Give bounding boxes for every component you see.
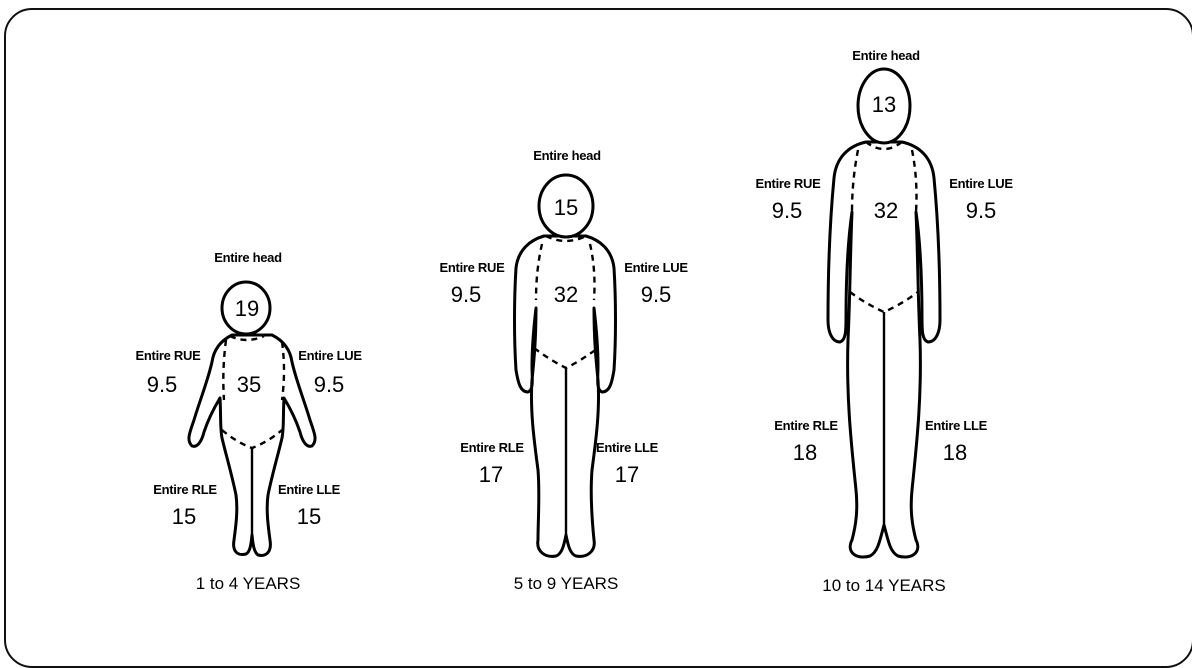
figure3-rle-value: 18	[793, 440, 817, 466]
figure1-lue-value: 9.5	[314, 372, 345, 398]
figure1-rle-value: 15	[172, 504, 196, 530]
figure2-head-label: Entire head	[533, 148, 601, 163]
figure2-rle-value: 17	[479, 462, 503, 488]
figure2-rue-value: 9.5	[451, 282, 482, 308]
figure1-rue-label: Entire RUE	[136, 348, 201, 363]
figure2-rue-label: Entire RUE	[440, 260, 505, 275]
figure3-lue-value: 9.5	[966, 198, 997, 224]
figure2-lue-value: 9.5	[641, 282, 672, 308]
figure3-rue-label: Entire RUE	[756, 176, 821, 191]
figure2-head-value: 15	[554, 195, 578, 221]
figure3-lue-label: Entire LUE	[949, 176, 1012, 191]
body-outlines	[0, 0, 1192, 646]
figure2-rle-label: Entire RLE	[460, 440, 523, 455]
figure1-caption: 1 to 4 YEARS	[196, 574, 301, 594]
figure1-lle-label: Entire LLE	[278, 482, 340, 497]
figure2-lle-label: Entire LLE	[596, 440, 658, 455]
figure2-lle-value: 17	[615, 462, 639, 488]
child-figure-5-9-years	[515, 175, 616, 556]
child-figure-10-14-years	[828, 69, 940, 557]
figure1-trunk-value: 35	[237, 372, 261, 398]
figure1-rue-value: 9.5	[147, 372, 178, 398]
figure3-head-value: 13	[872, 92, 896, 118]
figure1-head-label: Entire head	[214, 250, 282, 265]
figure3-rle-label: Entire RLE	[774, 418, 837, 433]
figure1-lle-value: 15	[297, 504, 321, 530]
figure3-trunk-value: 32	[874, 198, 898, 224]
figure3-lle-value: 18	[943, 440, 967, 466]
figure2-lue-label: Entire LUE	[624, 260, 687, 275]
figure2-trunk-value: 32	[554, 282, 578, 308]
figure3-head-label: Entire head	[852, 48, 920, 63]
figure1-head-value: 19	[235, 296, 259, 322]
figure3-caption: 10 to 14 YEARS	[822, 576, 946, 596]
figure3-rue-value: 9.5	[772, 198, 803, 224]
figure2-caption: 5 to 9 YEARS	[514, 574, 619, 594]
figure1-lue-label: Entire LUE	[298, 348, 361, 363]
figure3-lle-label: Entire LLE	[925, 418, 987, 433]
figure1-rle-label: Entire RLE	[153, 482, 216, 497]
